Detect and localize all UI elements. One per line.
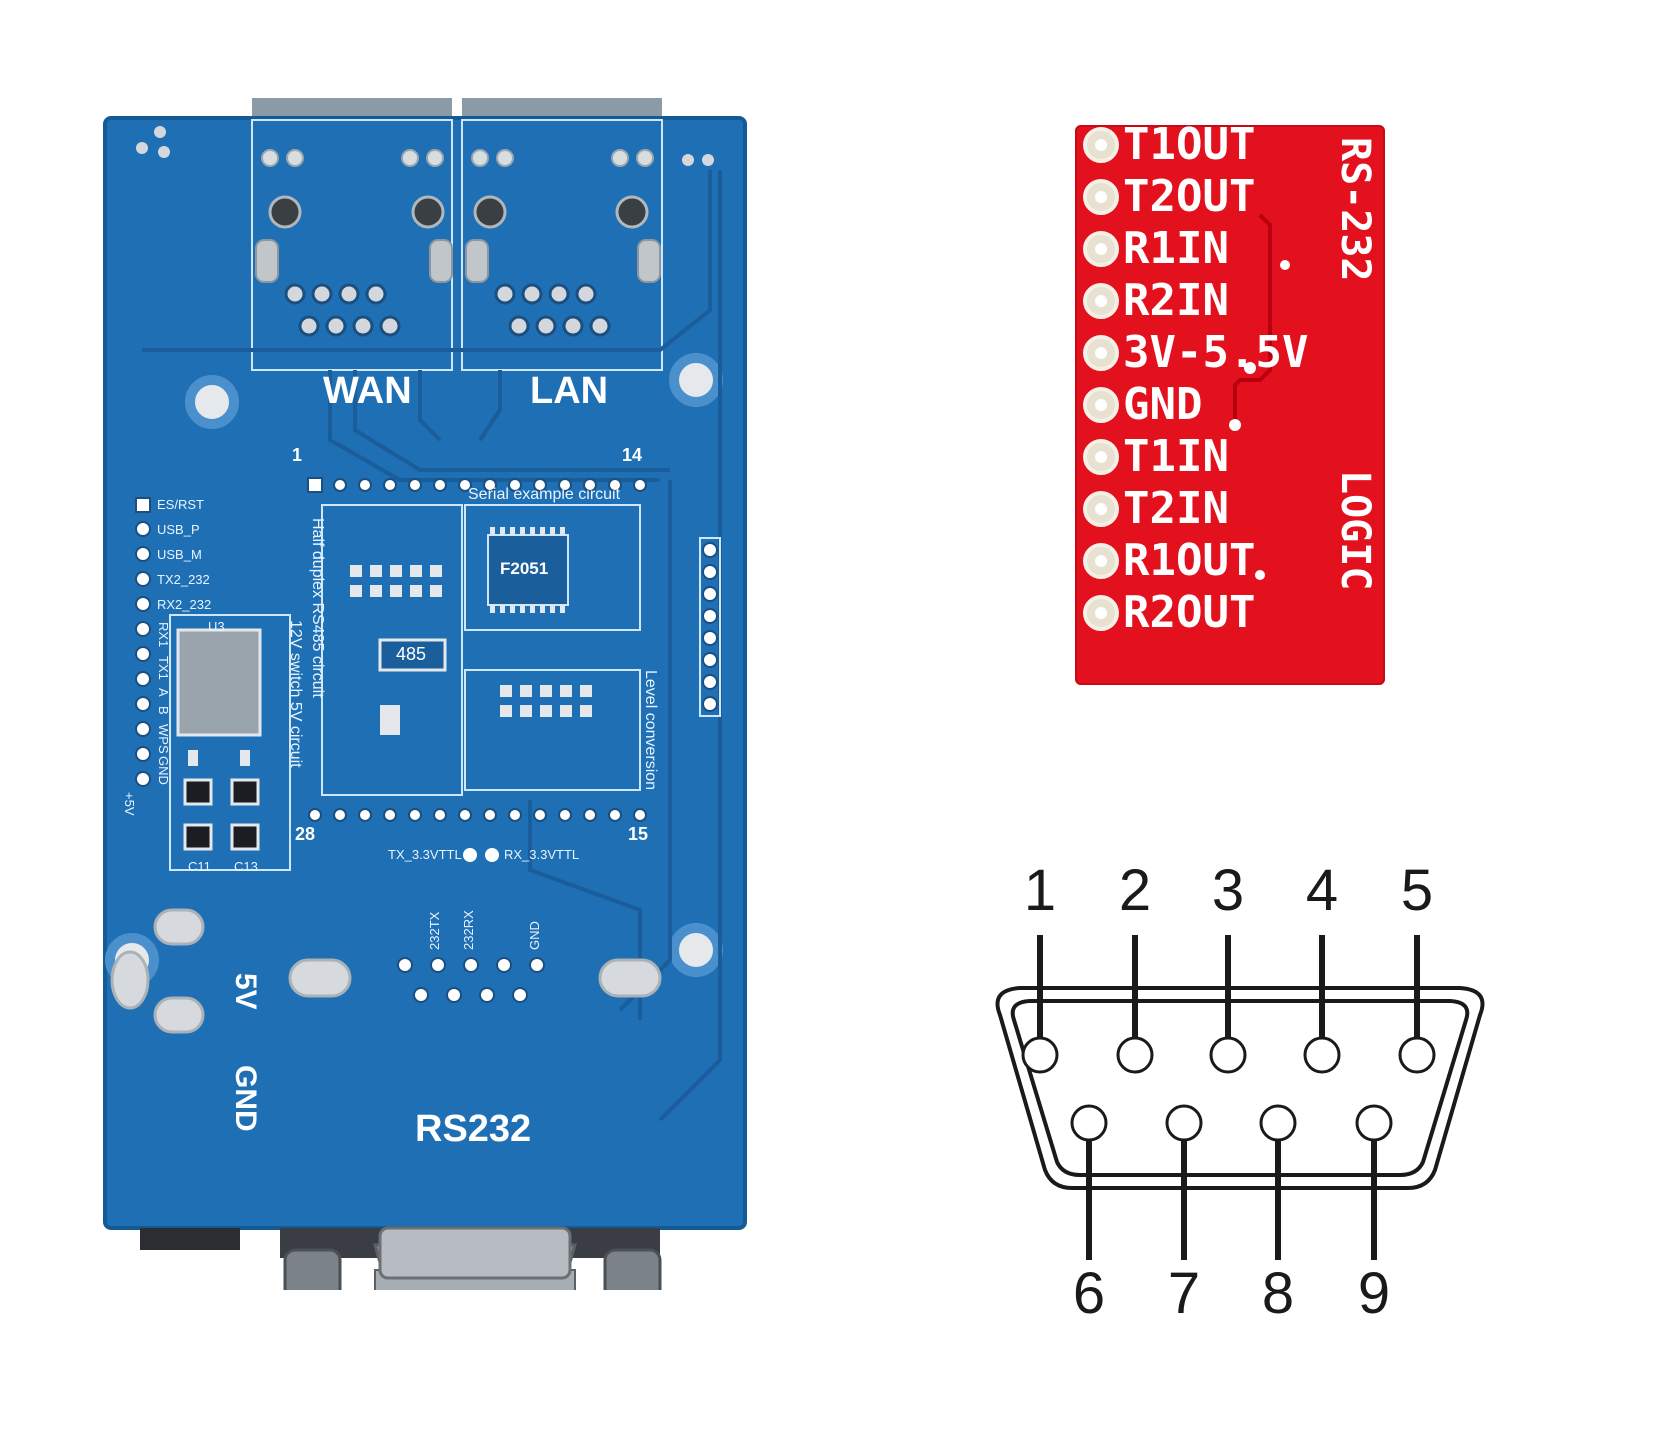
lan-label: LAN <box>530 370 609 412</box>
solder-pad[interactable] <box>1083 439 1119 475</box>
j2-pin-label: RX2_232 <box>157 597 212 612</box>
j2-pin-label: WPS <box>156 724 171 754</box>
db9-pin-number: 8 <box>1261 1261 1295 1326</box>
pin-label-t2out: T2OUT <box>1123 171 1256 222</box>
u3-chip <box>176 628 262 737</box>
breakout-pin-row: GND <box>1083 379 1203 430</box>
pcb-board <box>105 118 745 1228</box>
db9-pinout-diagram: 1 2 3 4 5 6 7 8 9 <box>980 840 1500 1340</box>
db9-pin-number: 1 <box>1023 858 1057 923</box>
pin-label-r2in: R2IN <box>1123 275 1229 326</box>
db9-pin-number: 5 <box>1400 858 1434 923</box>
breakout-pin-row: R1IN <box>1083 223 1229 274</box>
breakout-pin-row: R2OUT <box>1083 587 1256 638</box>
pin-label-vcc: 3V-5.5V <box>1123 327 1309 378</box>
switch-circuit-label: 12V switch 5V circuit <box>287 620 304 768</box>
db9-pin-number: 3 <box>1211 858 1245 923</box>
wan-label: WAN <box>323 370 412 412</box>
half-duplex-label: Half duplex RS485 circuit <box>309 518 326 698</box>
db9-pin-number: 7 <box>1167 1261 1201 1326</box>
solder-pad[interactable] <box>1083 595 1119 631</box>
c13-label: C13 <box>234 859 258 874</box>
breakout-pin-row: 3V-5.5V <box>1083 327 1309 378</box>
power-5v-label: 5V <box>229 973 262 1010</box>
rs232-breakout-board: T1OUT T2OUT R1IN R2IN 3V-5.5V GND T1IN T… <box>1075 119 1385 685</box>
pin-label-r1in: R1IN <box>1123 223 1229 274</box>
db9-pin-number: 6 <box>1072 1261 1106 1326</box>
socket-pin14-label: 14 <box>622 445 643 465</box>
j2-pin-label: ES/RST <box>157 497 204 512</box>
rs232-pin-label: GND <box>527 921 542 950</box>
rs232-pin-label: 232RX <box>461 910 476 950</box>
j2-pin-label: USB_M <box>157 547 202 562</box>
j2-pin-label: TX2_232 <box>157 572 210 587</box>
solder-pad[interactable] <box>1083 179 1119 215</box>
db9-outline <box>995 935 1485 1260</box>
j2-pin-label: +5V <box>122 792 137 816</box>
lan-jack-outline <box>461 119 663 371</box>
breakout-pin-row: T1OUT <box>1083 119 1256 170</box>
u3-label: U3 <box>208 619 225 634</box>
pin-label-t1out: T1OUT <box>1123 119 1256 170</box>
db9-male-shell <box>378 1226 572 1280</box>
breakout-pin-row: R2IN <box>1083 275 1229 326</box>
db9-pin-number: 9 <box>1357 1261 1391 1326</box>
serial-example-label: Serial example circuit <box>468 486 621 503</box>
pin-label-t2in: T2IN <box>1123 483 1229 534</box>
j2-pin-label: RX1 <box>156 622 171 648</box>
breakout-pin-row: T1IN <box>1083 431 1229 482</box>
solder-pad[interactable] <box>1083 231 1119 267</box>
socket-pin28-label: 28 <box>295 824 316 844</box>
j2-pin-label: TX1 <box>156 656 171 680</box>
solder-pad[interactable] <box>1083 491 1119 527</box>
solder-pad[interactable] <box>1083 127 1119 163</box>
chip-485-label: 485 <box>396 644 427 664</box>
rs232-label: RS232 <box>415 1108 532 1150</box>
j2-pin-label: GND <box>156 756 171 785</box>
j2-pin-label: B <box>156 706 171 715</box>
j2-pin-label: A <box>156 688 171 697</box>
power-gnd-label: GND <box>229 1065 262 1132</box>
pin-label-r2out: R2OUT <box>1123 587 1256 638</box>
level-conversion-label: Level conversion <box>642 670 659 791</box>
serial-server-pcb: WAN LAN RS232 5V GND F2051 485 Serial ex… <box>60 80 780 1290</box>
solder-pad[interactable] <box>1083 335 1119 371</box>
chip-label: F2051 <box>500 559 549 578</box>
rs232-board-title: RS-232 <box>1332 137 1378 282</box>
pin-label-r1out: R1OUT <box>1123 535 1256 586</box>
socket-pin1-label: 1 <box>292 445 303 465</box>
db9-pin-number: 4 <box>1305 858 1339 923</box>
tx-ttl-label: TX_3.3VTTL <box>388 847 462 862</box>
pcb-drawing <box>103 98 747 1290</box>
pin-label-t1in: T1IN <box>1123 431 1229 482</box>
solder-pad[interactable] <box>1083 543 1119 579</box>
rx-ttl-label: RX_3.3VTTL <box>504 847 580 862</box>
rs232-pin-label: 232TX <box>427 911 442 950</box>
logic-side-label: LOGIC <box>1332 470 1378 591</box>
breakout-pin-row: R1OUT <box>1083 535 1256 586</box>
db9-pin-number: 2 <box>1118 858 1152 923</box>
socket-pin15-label: 15 <box>628 824 649 844</box>
j2-pin-label: USB_P <box>157 522 200 537</box>
breakout-pin-row: T2IN <box>1083 483 1229 534</box>
breakout-pin-row: T2OUT <box>1083 171 1256 222</box>
c11-label: C11 <box>188 859 211 874</box>
solder-pad[interactable] <box>1083 283 1119 319</box>
pin-label-gnd: GND <box>1123 379 1203 430</box>
solder-pad[interactable] <box>1083 387 1119 423</box>
